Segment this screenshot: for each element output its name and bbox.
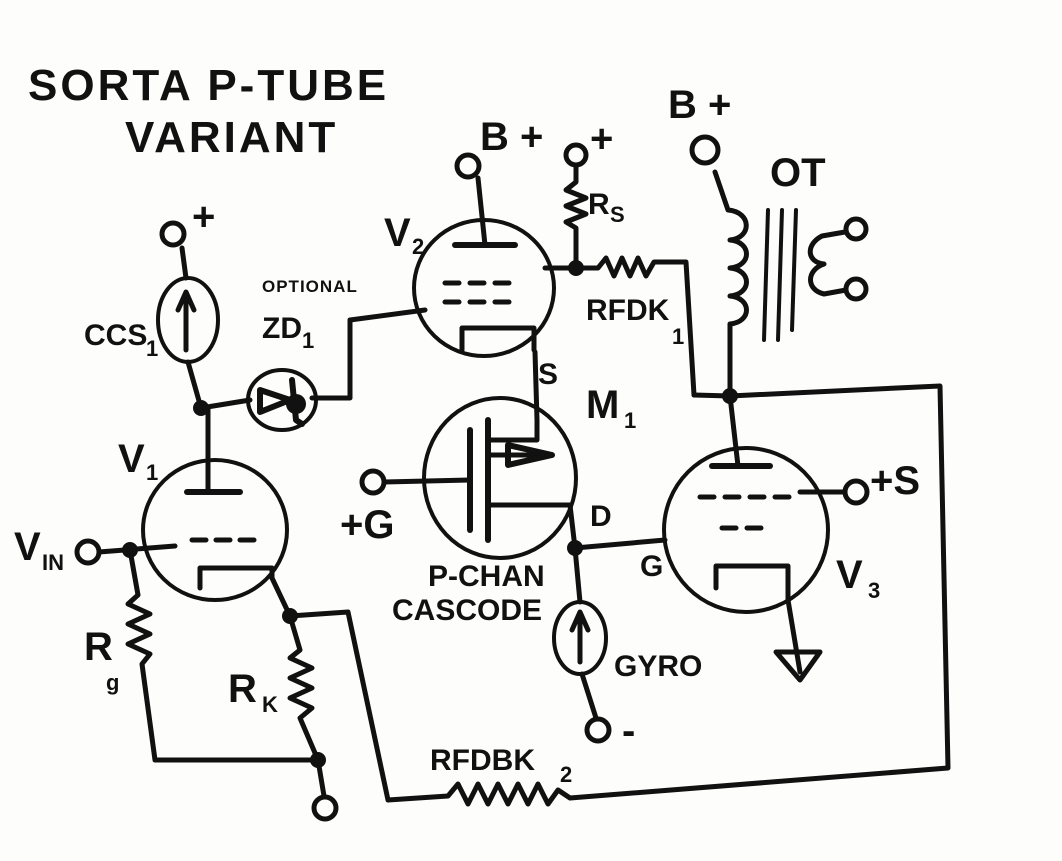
- v3-label: V: [836, 553, 863, 597]
- resistor-rs: [563, 162, 589, 271]
- wire-to-zd1: [198, 397, 253, 411]
- plus-s-label: +S: [870, 459, 920, 503]
- tube-v2: [412, 218, 556, 358]
- wire-v2-plate: [475, 175, 488, 248]
- m1-label: M: [586, 383, 619, 427]
- ot-label: OT: [770, 151, 826, 195]
- vin-subscript: IN: [42, 550, 64, 575]
- wire-to-ground-terminal: [315, 757, 327, 799]
- ot-core-line-2: [776, 208, 784, 342]
- v2-label: V: [384, 211, 411, 255]
- rs-label: R: [588, 188, 610, 221]
- terminal-vin: [74, 538, 102, 566]
- zd1-zener-diode: [246, 368, 318, 432]
- rfdbk2-label: RFDBK: [430, 744, 535, 777]
- ot-core-line-3: [790, 208, 798, 332]
- rk-subscript: K: [262, 692, 278, 717]
- wire-m1-gate: [381, 477, 473, 485]
- title-line-2: VARIANT: [125, 113, 338, 162]
- bplus-2-label: B +: [668, 83, 731, 127]
- resistor-rfdbk1: [573, 255, 697, 398]
- terminal-plus-s: [842, 478, 870, 506]
- terminal-ot-sec-2: [843, 276, 869, 302]
- zd-label: ZD: [262, 312, 302, 345]
- terminal-bplus-1: [454, 152, 482, 180]
- wire-gyro-bottom: [579, 671, 599, 721]
- rfdbk1-subscript: 1: [672, 324, 684, 349]
- ccs-subscript: 1: [146, 336, 158, 361]
- resistor-rg: [125, 547, 321, 763]
- rs-subscript: S: [610, 202, 625, 227]
- terminal-ccs-plus: [159, 220, 187, 248]
- terminal-plus-g: [359, 468, 387, 496]
- rk-label: R: [228, 667, 257, 711]
- ccs1-current-source: [156, 276, 220, 364]
- ot-core-line-1: [762, 208, 770, 342]
- pchan-label-1: P-CHAN: [428, 560, 545, 593]
- v1-label: V: [118, 437, 145, 481]
- v1-subscript: 1: [146, 460, 158, 485]
- s-node-label: S: [538, 358, 558, 391]
- g-node-label: G: [640, 550, 663, 583]
- v2-subscript: 2: [412, 234, 424, 259]
- pchan-label-2: CASCODE: [392, 594, 542, 627]
- v3-subscript: 3: [868, 578, 880, 603]
- rg-subscript: g: [106, 670, 119, 695]
- terminal-rs-plus: [563, 142, 589, 168]
- resistor-rfdbk2-loop: [287, 383, 951, 807]
- ccs-plus-label: +: [192, 195, 215, 239]
- gyro-label: GYRO: [614, 650, 702, 683]
- ot-primary-coil: [712, 169, 749, 399]
- wire-rfdbk1-to-plate: [691, 392, 733, 399]
- m1-subscript: 1: [624, 408, 636, 433]
- bplus-1-label: B +: [480, 115, 543, 159]
- ccs-label: CCS: [84, 319, 147, 352]
- wire-zd1-to-v2-grid: [309, 307, 428, 401]
- optional-label: OPTIONAL: [262, 277, 358, 296]
- wire-drain-to-v3-grid: [572, 537, 668, 551]
- wire-v3-plate: [727, 393, 741, 469]
- ot-secondary-coil: [807, 229, 849, 297]
- wire-drain-to-gyro: [572, 545, 583, 605]
- terminal-ot-sec-1: [843, 216, 869, 242]
- terminal-bplus-2: [689, 134, 721, 166]
- tube-v3: [662, 446, 830, 683]
- wire-ccs-bottom: [185, 359, 204, 411]
- zd-subscript: 1: [302, 328, 314, 353]
- plus-g-label: +G: [340, 503, 394, 547]
- title-line-1: SORTA P-TUBE: [28, 61, 389, 110]
- vin-label: V: [14, 525, 41, 569]
- rg-label: R: [84, 625, 113, 669]
- resistor-rk: [287, 613, 321, 763]
- rfdbk2-subscript: 2: [560, 762, 572, 787]
- wire-ccs-top: [179, 245, 189, 281]
- minus-label: -: [622, 709, 635, 753]
- tube-v1: [141, 458, 289, 602]
- gyro-current-source: [552, 600, 608, 676]
- terminal-ground: [311, 794, 339, 822]
- mosfet-m1: [422, 396, 578, 560]
- rs-plus-label: +: [590, 117, 613, 161]
- d-node-label: D: [590, 500, 612, 533]
- terminal-minus: [584, 716, 612, 744]
- rfdbk1-label: RFDK: [586, 294, 670, 327]
